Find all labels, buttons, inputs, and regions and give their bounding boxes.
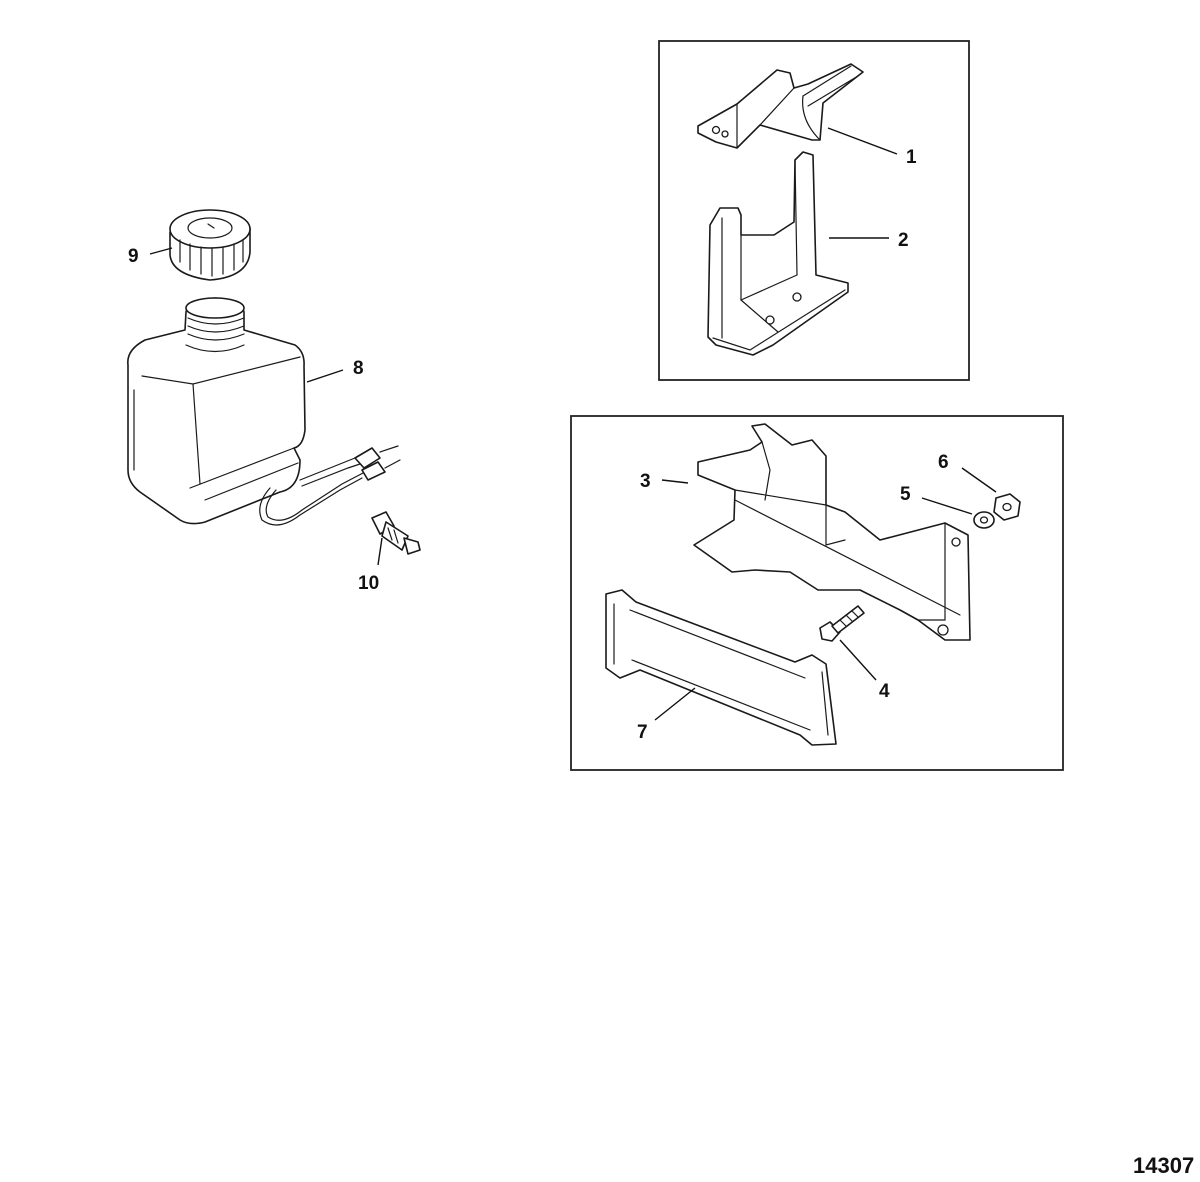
inset-frame-brackets [658, 40, 970, 381]
nut [993, 493, 1021, 521]
callout-9: 9 [128, 246, 139, 267]
hose-fitting [371, 511, 421, 555]
callout-2: 2 [898, 230, 909, 251]
mounting-plate [693, 423, 971, 641]
callout-8: 8 [353, 358, 364, 379]
sensor-wires [259, 445, 401, 526]
callout-6: 6 [938, 452, 949, 473]
leader-9 [149, 247, 173, 255]
reservoir-bottle [127, 297, 306, 525]
callout-10: 10 [358, 573, 379, 594]
upper-bracket [697, 63, 864, 149]
callout-7: 7 [637, 722, 648, 743]
bolt [819, 605, 865, 642]
leader-8 [306, 369, 344, 383]
leader-3 [661, 479, 689, 484]
washer [973, 511, 995, 529]
leader-4 [839, 639, 877, 681]
callout-5: 5 [900, 484, 911, 505]
inset-frame-mount [570, 415, 1064, 771]
callout-1: 1 [906, 147, 917, 168]
u-bracket [707, 151, 849, 356]
leader-10 [377, 537, 383, 566]
leader-7 [654, 687, 696, 721]
callout-3: 3 [640, 471, 651, 492]
leader-6 [961, 467, 997, 493]
strap [605, 589, 837, 746]
callout-4: 4 [879, 681, 890, 702]
leader-5 [921, 497, 973, 515]
reservoir-cap [169, 209, 251, 281]
reference-number: 14307 [1133, 1153, 1194, 1178]
leader-1 [827, 127, 898, 155]
